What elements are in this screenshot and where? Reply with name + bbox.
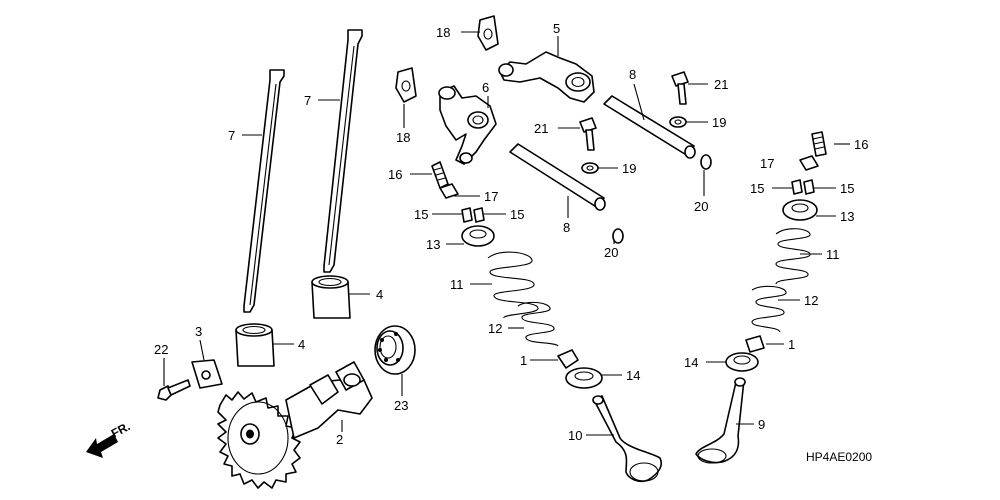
callout-4-lower: 4 — [298, 337, 305, 352]
callout-15-right-b: 15 — [840, 181, 854, 196]
callout-18-upper: 18 — [436, 25, 450, 40]
callout-9: 9 — [758, 417, 765, 432]
callout-13-left: 13 — [426, 237, 440, 252]
callout-20-lower: 20 — [604, 245, 618, 260]
adjusting-screw-left[interactable] — [431, 161, 449, 189]
inner-spring-right[interactable] — [751, 285, 787, 333]
callout-14-right: 14 — [684, 355, 698, 370]
cam-plate[interactable] — [191, 359, 223, 389]
washer-middle[interactable] — [581, 162, 599, 174]
callout-7-left: 7 — [228, 128, 235, 143]
callout-15-left-a: 15 — [414, 207, 428, 222]
callout-22: 22 — [154, 342, 168, 357]
plate-bolt[interactable] — [157, 379, 191, 401]
bolt-upper-right[interactable] — [671, 71, 689, 105]
inner-spring-left[interactable] — [517, 301, 559, 347]
callout-15-right-a: 15 — [750, 181, 764, 196]
callout-5: 5 — [553, 21, 560, 36]
callout-6: 6 — [482, 80, 489, 95]
bolt-middle[interactable] — [579, 117, 597, 151]
callout-23: 23 — [394, 398, 408, 413]
callout-2: 2 — [336, 432, 343, 447]
callout-14-left: 14 — [626, 368, 640, 383]
valve-stem-seal-right[interactable] — [745, 335, 765, 353]
breather-clip-upper[interactable] — [477, 15, 499, 51]
callout-12-left: 12 — [488, 321, 502, 336]
front-direction-arrow-icon — [86, 434, 118, 458]
callout-1-right: 1 — [788, 337, 795, 352]
outer-spring-left[interactable] — [487, 251, 539, 319]
callout-1-left: 1 — [520, 353, 527, 368]
callout-11-right: 11 — [826, 247, 840, 262]
valve-stem-seal-left[interactable] — [557, 349, 579, 369]
lock-nut-left[interactable] — [439, 183, 459, 199]
tappet-upper[interactable] — [311, 275, 351, 319]
spring-retainer-left[interactable] — [461, 225, 495, 247]
callout-21-middle: 21 — [534, 121, 548, 136]
outer-spring-right[interactable] — [775, 228, 811, 285]
callout-13-right: 13 — [840, 209, 854, 224]
callout-4-upper: 4 — [376, 287, 383, 302]
callout-8-lower: 8 — [563, 220, 570, 235]
callout-19-upper: 19 — [712, 115, 726, 130]
spring-seat-right[interactable] — [725, 352, 759, 372]
callout-17-right: 17 — [760, 156, 774, 171]
push-rod-right[interactable] — [323, 29, 363, 273]
callout-16-right: 16 — [854, 137, 868, 152]
callout-15-left-b: 15 — [510, 207, 524, 222]
callout-10: 10 — [568, 428, 582, 443]
o-ring-upper[interactable] — [700, 154, 712, 170]
lock-nut-right[interactable] — [799, 155, 819, 171]
callout-3: 3 — [195, 324, 202, 339]
tappet-lower[interactable] — [235, 323, 275, 367]
callout-labels: 7 7 4 4 3 22 2 23 18 18 6 5 8 8 21 21 19… — [154, 21, 868, 447]
callout-8-upper: 8 — [629, 67, 636, 82]
valve-cotters-left[interactable] — [461, 207, 485, 223]
spring-seat-left[interactable] — [565, 367, 603, 389]
callout-11-left: 11 — [450, 277, 464, 292]
callout-12-right: 12 — [804, 293, 818, 308]
camshaft-bearing[interactable] — [374, 325, 416, 375]
valve-left[interactable] — [592, 395, 663, 483]
callout-19-middle: 19 — [622, 161, 636, 176]
washer-upper[interactable] — [669, 116, 687, 128]
callout-7-right: 7 — [304, 93, 311, 108]
callout-17-left: 17 — [484, 189, 498, 204]
valve-right[interactable] — [695, 377, 746, 464]
adjusting-screw-right[interactable] — [811, 131, 827, 157]
spring-retainer-right[interactable] — [782, 199, 818, 221]
callout-20-upper: 20 — [694, 199, 708, 214]
rocker-shaft-upper[interactable] — [603, 95, 696, 159]
push-rod-left[interactable] — [243, 69, 285, 313]
callout-21-upper: 21 — [714, 77, 728, 92]
rocker-arm-exhaust[interactable] — [498, 51, 595, 103]
rocker-shaft-lower[interactable] — [509, 143, 606, 211]
callout-16-left: 16 — [388, 167, 402, 182]
leader-lines — [163, 31, 850, 436]
valve-cotters-right[interactable] — [791, 179, 815, 195]
breather-clip-lower[interactable] — [395, 67, 417, 103]
rocker-arm-intake[interactable] — [438, 85, 497, 165]
camshaft-assembly[interactable] — [217, 361, 373, 489]
callout-18-lower: 18 — [396, 130, 410, 145]
o-ring-lower[interactable] — [612, 228, 624, 244]
diagram-code: HP4AE0200 — [806, 450, 872, 464]
